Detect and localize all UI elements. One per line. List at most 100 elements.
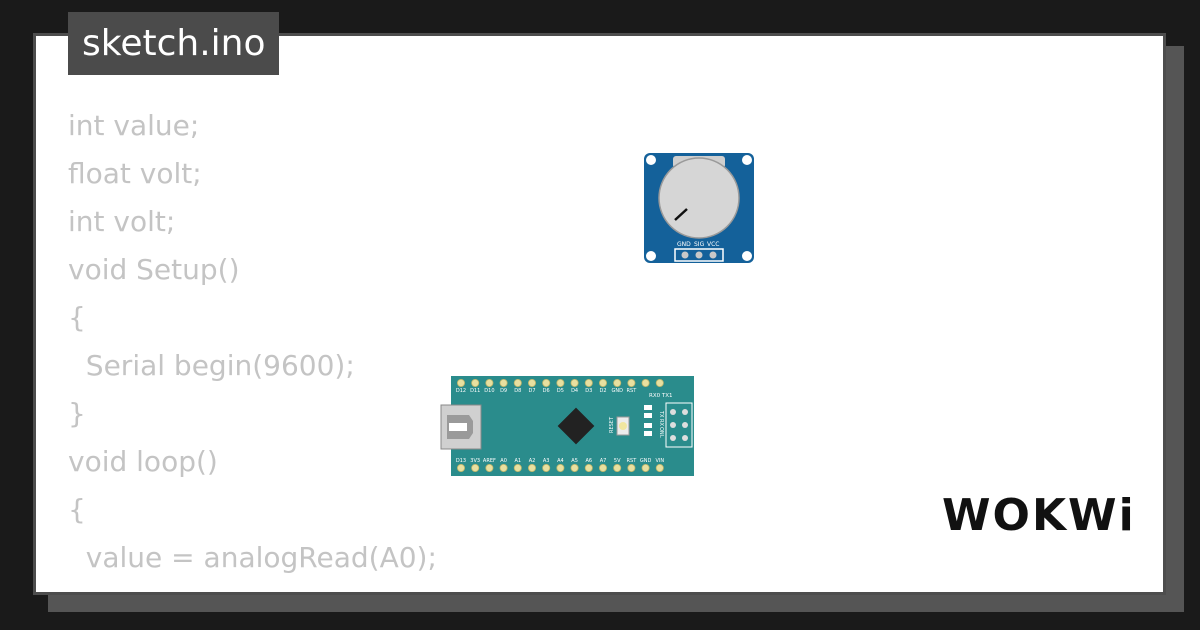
nano-top-pin[interactable] [513, 379, 522, 387]
led-l [644, 431, 652, 436]
nano-bottom-pin-label: RST [627, 458, 638, 464]
nano-bottom-pin[interactable] [627, 464, 636, 473]
code-line: { [68, 301, 86, 334]
nano-top-pin-label: D5 [557, 388, 564, 394]
nano-top-pin-label: GND [611, 388, 623, 394]
icsp-header [665, 402, 693, 448]
icsp-pin[interactable] [682, 435, 688, 441]
microcontroller-chip [557, 407, 595, 445]
icsp-pin[interactable] [682, 422, 688, 428]
nano-bottom-pin[interactable] [499, 464, 508, 473]
nano-bottom-pin[interactable] [598, 464, 607, 473]
nano-top-pin-label: D8 [514, 388, 521, 394]
pot-mount-hole-tl [646, 155, 656, 165]
nano-bottom-pin-label: A4 [557, 458, 564, 464]
nano-bottom-pin-label: A3 [543, 458, 550, 464]
nano-top-pin[interactable] [542, 379, 551, 387]
icsp-pin[interactable] [682, 409, 688, 415]
nano-top-pin[interactable] [584, 379, 593, 387]
nano-bottom-pin[interactable] [528, 464, 537, 473]
nano-top-pin[interactable] [613, 379, 622, 387]
nano-top-pin[interactable] [456, 379, 465, 387]
nano-top-pin[interactable] [598, 379, 607, 387]
nano-bottom-pin[interactable] [542, 464, 551, 473]
usb-tongue [449, 423, 467, 431]
pot-pin-label-sig: SIG [694, 241, 705, 248]
nano-top-pin[interactable] [570, 379, 579, 387]
nano-bottom-pin-label: A2 [529, 458, 536, 464]
nano-bottom-pin-label: D13 [456, 458, 466, 464]
nano-top-pin-row [456, 379, 664, 387]
nano-bottom-pin[interactable] [485, 464, 494, 473]
nano-bottom-pin[interactable] [513, 464, 522, 473]
code-line: Serial.println(value); [68, 582, 437, 592]
nano-top-pin-label: D10 [484, 388, 494, 394]
nano-top-pin-label: RST [627, 388, 638, 394]
pot-pin-label-vcc: VCC [707, 241, 719, 248]
led-label-on: ON [658, 427, 664, 435]
led-label-rx: RX [658, 419, 664, 426]
preview-card: int value; float volt; int volt; void Setup… [33, 33, 1166, 595]
nano-top-pin-label: D9 [500, 388, 507, 394]
nano-bottom-pin-label: 5V [614, 458, 621, 464]
pot-pin-gnd[interactable] [681, 251, 689, 259]
nano-bottom-pin[interactable] [655, 464, 664, 473]
code-line: void loop() [68, 445, 218, 478]
nano-top-pin[interactable] [499, 379, 508, 387]
nano-top-pin-label: D11 [470, 388, 480, 394]
reset-button-cap[interactable] [619, 422, 627, 430]
pot-pin-sig[interactable] [695, 251, 703, 259]
potentiometer: GND SIG VCC [644, 153, 754, 263]
nano-bottom-pin[interactable] [613, 464, 622, 473]
code-line: Serial begin(9600); [68, 349, 355, 382]
pot-knob[interactable] [658, 157, 740, 239]
code-line: float volt; [68, 157, 202, 190]
code-line: value = analogRead(A0); [68, 541, 437, 574]
nano-bottom-pin[interactable] [471, 464, 480, 473]
nano-bottom-pin[interactable] [570, 464, 579, 473]
nano-bottom-pin[interactable] [456, 464, 465, 473]
nano-bottom-pin-row [456, 464, 664, 473]
code-line: int volt; [68, 205, 176, 238]
code-preview: int value; float volt; int volt; void Setup… [68, 102, 437, 592]
nano-top-pin[interactable] [485, 379, 494, 387]
icsp-pin[interactable] [670, 422, 676, 428]
nano-top-pin[interactable] [627, 379, 636, 387]
code-line: { [68, 493, 86, 526]
code-line: int value; [68, 109, 200, 142]
nano-top-pin[interactable] [655, 379, 664, 387]
nano-top-pin[interactable] [471, 379, 480, 387]
nano-bottom-pin[interactable] [641, 464, 650, 473]
sketch-title-tab[interactable]: sketch.ino [68, 12, 280, 75]
nano-top-pin[interactable] [528, 379, 537, 387]
nano-bottom-pin-label: A1 [514, 458, 521, 464]
pot-pin-vcc[interactable] [709, 251, 717, 259]
nano-bottom-pin[interactable] [556, 464, 565, 473]
serial-labels: RX0 TX1 [649, 393, 672, 399]
pot-pin-label-gnd: GND [677, 241, 691, 248]
led-rx [644, 413, 652, 418]
nano-bottom-pin-label: AREF [483, 458, 496, 464]
nano-bottom-pin-label: A7 [600, 458, 607, 464]
nano-bottom-pin[interactable] [584, 464, 593, 473]
icsp-pin[interactable] [670, 435, 676, 441]
pot-knob-indicator [674, 208, 688, 221]
nano-bottom-pin-label: VIN [655, 458, 664, 464]
pot-mount-hole-tr [742, 155, 752, 165]
nano-top-pin[interactable] [641, 379, 650, 387]
led-label-l: L [658, 435, 664, 438]
led-tx [644, 405, 652, 410]
pot-pin-header [674, 248, 724, 262]
nano-bottom-pin-label: A0 [500, 458, 507, 464]
nano-top-pin[interactable] [556, 379, 565, 387]
nano-bottom-pin-label: 3V3 [470, 458, 480, 464]
icsp-pin[interactable] [670, 409, 676, 415]
code-line: void Setup() [68, 253, 240, 286]
nano-top-pin-label: D4 [571, 388, 578, 394]
pot-mount-hole-br [742, 251, 752, 261]
code-line: } [68, 397, 86, 430]
nano-top-pin-label: D12 [456, 388, 466, 394]
